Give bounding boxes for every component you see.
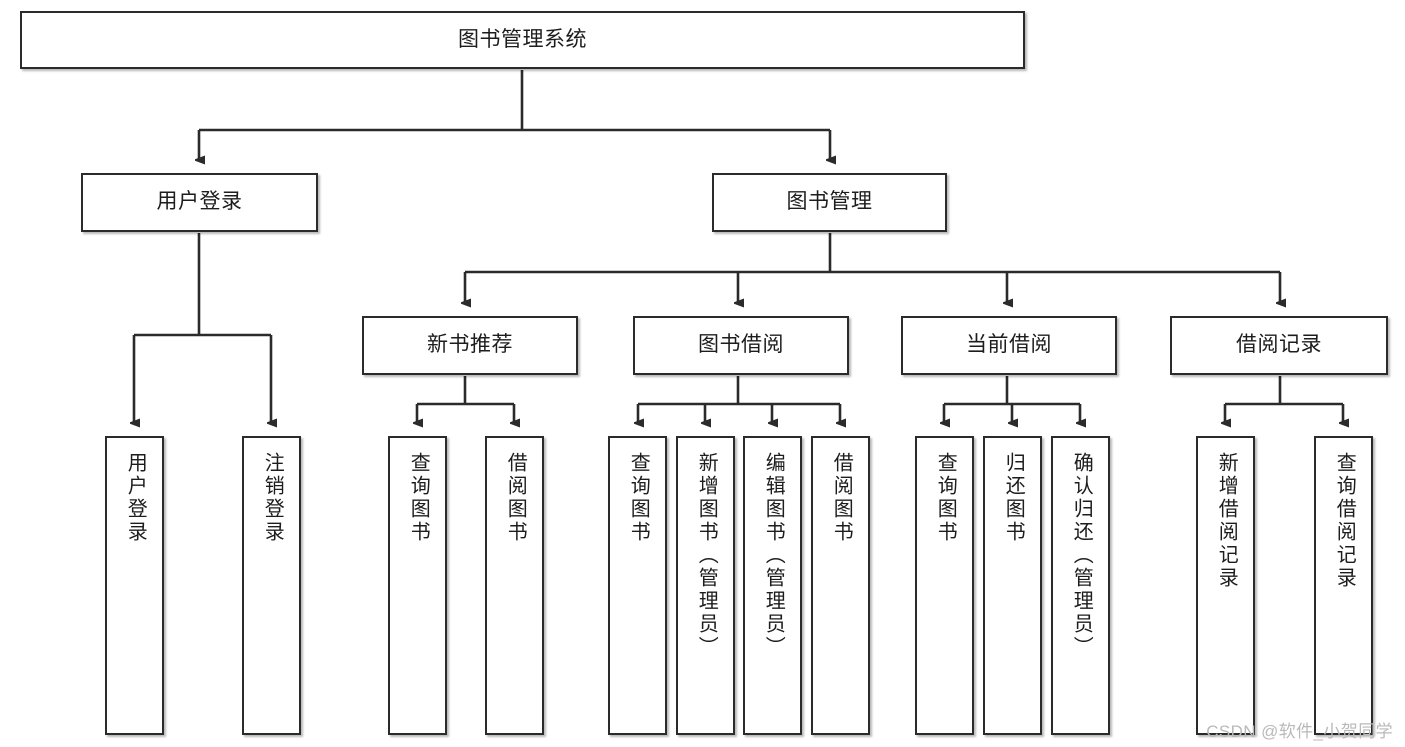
leaf-recommend-borrow-book[interactable]: 借阅图书 xyxy=(485,436,544,735)
node-label: 新书推荐 xyxy=(427,333,513,357)
leaf-borrow-borrow-book[interactable]: 借阅图书 xyxy=(811,436,870,735)
node-label: 图书借阅 xyxy=(698,333,784,357)
leaf-borrow-query-book[interactable]: 查询图书 xyxy=(608,436,667,735)
leaf-current-confirm-return-admin[interactable]: 确认归还（管理员） xyxy=(1051,436,1110,735)
node-book-borrow[interactable]: 图书借阅 xyxy=(633,316,849,375)
node-label: 编辑图书（管理员） xyxy=(762,452,785,659)
leaf-recommend-query-book[interactable]: 查询图书 xyxy=(388,436,447,735)
node-label: 新增借阅记录 xyxy=(1215,452,1238,590)
node-label: 借阅图书 xyxy=(504,452,527,544)
node-borrow-record[interactable]: 借阅记录 xyxy=(1170,316,1388,375)
node-label: 图书管理 xyxy=(786,190,873,214)
leaf-current-query-book[interactable]: 查询图书 xyxy=(915,436,974,735)
leaf-borrow-add-book-admin[interactable]: 新增图书（管理员） xyxy=(676,436,735,735)
node-label: 查询图书 xyxy=(627,452,650,544)
node-label: 查询图书 xyxy=(407,452,430,544)
leaf-record-query-record[interactable]: 查询借阅记录 xyxy=(1314,436,1373,735)
leaf-user-login-signin[interactable]: 用户登录 xyxy=(105,436,164,735)
node-new-book-recommend[interactable]: 新书推荐 xyxy=(362,316,578,375)
leaf-record-add-record[interactable]: 新增借阅记录 xyxy=(1196,436,1255,735)
node-label: 查询图书 xyxy=(934,452,957,544)
node-label: 确认归还（管理员） xyxy=(1070,452,1093,659)
node-label: 新增图书（管理员） xyxy=(695,452,718,659)
watermark-text: CSDN @软件_小贺同学 xyxy=(1206,722,1393,741)
node-label: 用户登录 xyxy=(156,190,243,214)
node-user-login[interactable]: 用户登录 xyxy=(81,173,318,232)
leaf-borrow-edit-book-admin[interactable]: 编辑图书（管理员） xyxy=(743,436,802,735)
node-label: 归还图书 xyxy=(1002,452,1025,544)
node-label: 借阅记录 xyxy=(1236,333,1322,357)
node-label: 查询借阅记录 xyxy=(1333,452,1356,590)
node-label: 用户登录 xyxy=(124,452,147,544)
node-label: 当前借阅 xyxy=(966,333,1052,357)
node-root-system[interactable]: 图书管理系统 xyxy=(20,11,1025,69)
node-label: 借阅图书 xyxy=(830,452,853,544)
node-label: 图书管理系统 xyxy=(458,27,587,51)
leaf-user-login-signout[interactable]: 注销登录 xyxy=(242,436,301,735)
node-label: 注销登录 xyxy=(261,452,284,544)
node-current-borrow[interactable]: 当前借阅 xyxy=(901,316,1117,375)
node-book-management[interactable]: 图书管理 xyxy=(712,173,947,232)
leaf-current-return-book[interactable]: 归还图书 xyxy=(983,436,1042,735)
